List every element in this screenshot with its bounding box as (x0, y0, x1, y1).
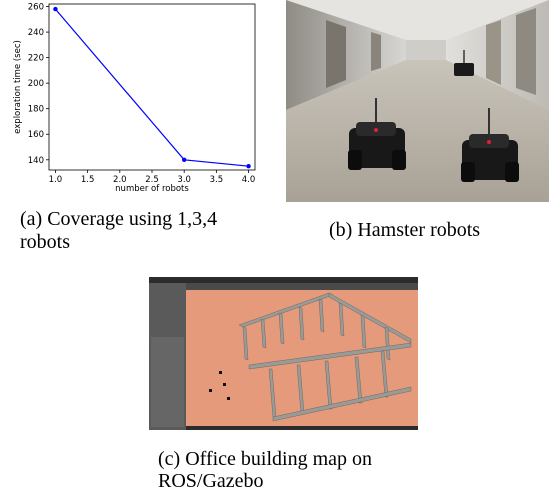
series-line (54, 8, 249, 167)
exploration-time-chart: 1.0 1.5 2.0 2.5 3.0 3.5 4.0 140 160 180 200 220 240… (13, 3, 256, 194)
caption-c-line1: (c) Office building map on (158, 448, 373, 470)
data-point (181, 157, 187, 162)
x-tick-label: 1.0 (49, 175, 63, 185)
x-tick-label: 2.5 (145, 175, 159, 185)
plot-frame (48, 3, 256, 171)
x-tick-label: 4.0 (242, 175, 256, 185)
x-axis-ticks: 1.0 1.5 2.0 2.5 3.0 3.5 4.0 (49, 170, 256, 185)
x-tick-label: 3.5 (210, 175, 224, 185)
y-tick-label: 160 (28, 130, 44, 140)
y-tick-label: 180 (28, 105, 44, 115)
caption-c-line2: ROS/Gazebo (158, 470, 264, 492)
y-tick-label: 240 (28, 28, 44, 38)
x-tick-label: 1.5 (81, 175, 95, 185)
y-axis-label: exploration time (sec) (13, 40, 23, 134)
y-tick-label: 200 (28, 79, 44, 89)
caption-b: (b) Hamster robots (329, 219, 481, 241)
x-tick-label: 2.0 (113, 175, 127, 185)
y-tick-label: 140 (28, 156, 44, 166)
hamster-robots-photo (286, 0, 549, 202)
x-tick-label: 3.0 (177, 175, 191, 185)
data-points (53, 6, 251, 169)
data-point (246, 163, 251, 169)
x-axis-label: number of robots (115, 184, 189, 194)
y-tick-label: 260 (28, 3, 44, 13)
y-tick-label: 220 (28, 54, 44, 64)
data-point (53, 6, 58, 12)
gazebo-screenshot (149, 277, 418, 430)
y-axis-ticks: 140 160 180 200 220 240 260 (28, 3, 49, 166)
caption-a-line1: (a) Coverage using 1,3,4 (20, 208, 218, 230)
caption-a-line2: robots (20, 231, 70, 253)
